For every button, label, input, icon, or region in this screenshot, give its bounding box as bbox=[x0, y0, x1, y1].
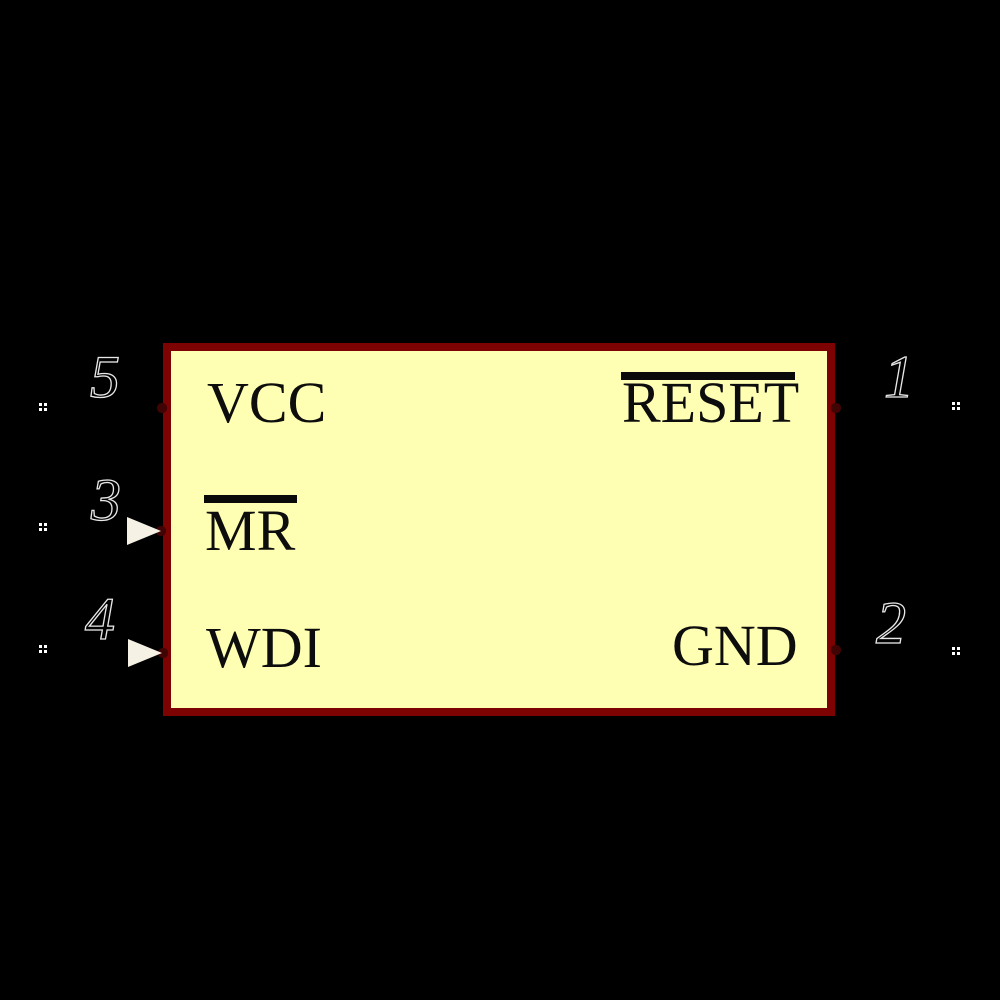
grid-dots-mark bbox=[952, 402, 955, 405]
grid-dots-mark bbox=[39, 523, 42, 526]
pin-1-connection-dot[interactable] bbox=[831, 403, 841, 413]
grid-dots-mark bbox=[39, 645, 42, 648]
pin-4-number: 4 bbox=[85, 586, 115, 652]
grid-dots-mark bbox=[39, 403, 42, 406]
mr-input-arrow-icon bbox=[127, 517, 161, 545]
ic-symbol-body[interactable] bbox=[163, 343, 835, 716]
reset-overline-bar bbox=[621, 372, 795, 380]
grid-dots-mark bbox=[952, 647, 955, 650]
pin-1-number: 1 bbox=[884, 344, 914, 410]
wdi-input-arrow-icon bbox=[128, 639, 162, 667]
pin-wdi-label: WDI bbox=[206, 615, 322, 680]
pin-3-number: 3 bbox=[90, 467, 121, 533]
pin-mr-label: MR bbox=[205, 498, 296, 563]
pin-2-number: 2 bbox=[876, 590, 906, 656]
mr-overline-bar bbox=[204, 495, 297, 503]
pin-3-connection-dot[interactable] bbox=[156, 526, 166, 536]
pin-4-connection-dot[interactable] bbox=[158, 648, 168, 658]
pin-gnd-label: GND bbox=[672, 613, 798, 678]
pin-vcc-label: VCC bbox=[207, 370, 327, 435]
pin-5-number: 5 bbox=[90, 344, 120, 410]
pin-reset-label: RESET bbox=[622, 370, 800, 435]
pin-2-connection-dot[interactable] bbox=[831, 645, 841, 655]
pin-5-connection-dot[interactable] bbox=[157, 403, 167, 413]
